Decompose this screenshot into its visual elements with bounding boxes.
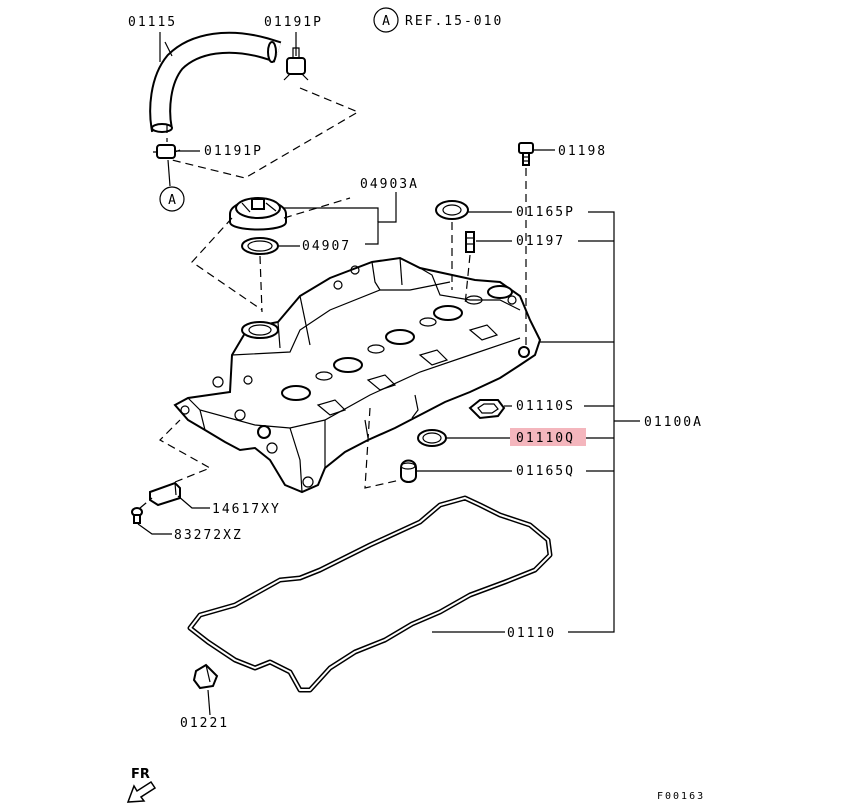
callout-a-letter: A [168,193,176,208]
rocker-cover[interactable] [173,256,542,494]
label-01221[interactable]: 01221 [180,716,229,731]
callout-a[interactable]: A [159,186,185,212]
figure-code: F00163 [657,791,705,802]
fr-label: FR [131,767,150,782]
plug-01165q[interactable] [400,459,417,483]
label-01110s[interactable]: 01110S [516,399,575,414]
dash-bolt-83272xz [139,497,153,509]
leader-lines [137,32,640,716]
ref-text: REF.15-010 [405,14,503,29]
label-01197[interactable]: 01197 [516,234,565,249]
dash-plug-01165q [364,407,401,489]
label-01198[interactable]: 01198 [558,144,607,159]
oil-filler-cap[interactable] [229,197,287,231]
bolt-83272xz[interactable] [131,507,143,524]
gasket-01110s[interactable] [468,399,506,420]
stud-01197[interactable] [465,231,475,253]
plug-01221[interactable] [192,663,219,690]
ref-letter: A [382,14,390,29]
highlight-01110q [510,428,586,446]
breather-hose-01115[interactable] [149,31,282,133]
dash-bracket [159,419,212,483]
label-83272xz[interactable]: 83272XZ [174,528,243,543]
label-01110[interactable]: 01110 [507,626,556,641]
label-04903a[interactable]: 04903A [360,177,419,192]
label-04907[interactable]: 04907 [302,239,351,254]
gasket-01110q[interactable] [417,429,447,447]
label-01115[interactable]: 01115 [128,15,177,30]
label-14617xy[interactable]: 14617XY [212,502,281,517]
dash-hose-clip [171,87,360,179]
seal-01165p[interactable] [435,200,469,220]
dash-cap-left [191,217,263,311]
dash-cap-hose [283,197,351,219]
label-01110q[interactable]: 01110Q [516,431,575,446]
bolt-01198[interactable] [518,142,534,166]
dash-cap-down [259,255,263,313]
label-01165q[interactable]: 01165Q [516,464,575,479]
hose-clip-top[interactable] [283,47,309,81]
hose-clip-mid[interactable] [153,144,181,159]
label-01191p-mid[interactable]: 01191P [204,144,263,159]
bracket-14617xy[interactable] [149,481,181,507]
label-01165p[interactable]: 01165P [516,205,575,220]
dash-stud-01197 [464,254,471,306]
front-direction-indicator: FR [126,767,157,803]
cover-gasket-01110[interactable] [187,495,553,693]
cap-o-ring[interactable] [241,237,279,255]
ref-callout[interactable]: A REF.15-010 [373,7,503,33]
label-01191p-top[interactable]: 01191P [264,15,323,30]
label-01100a[interactable]: 01100A [644,415,703,430]
front-arrow-icon [126,780,157,803]
